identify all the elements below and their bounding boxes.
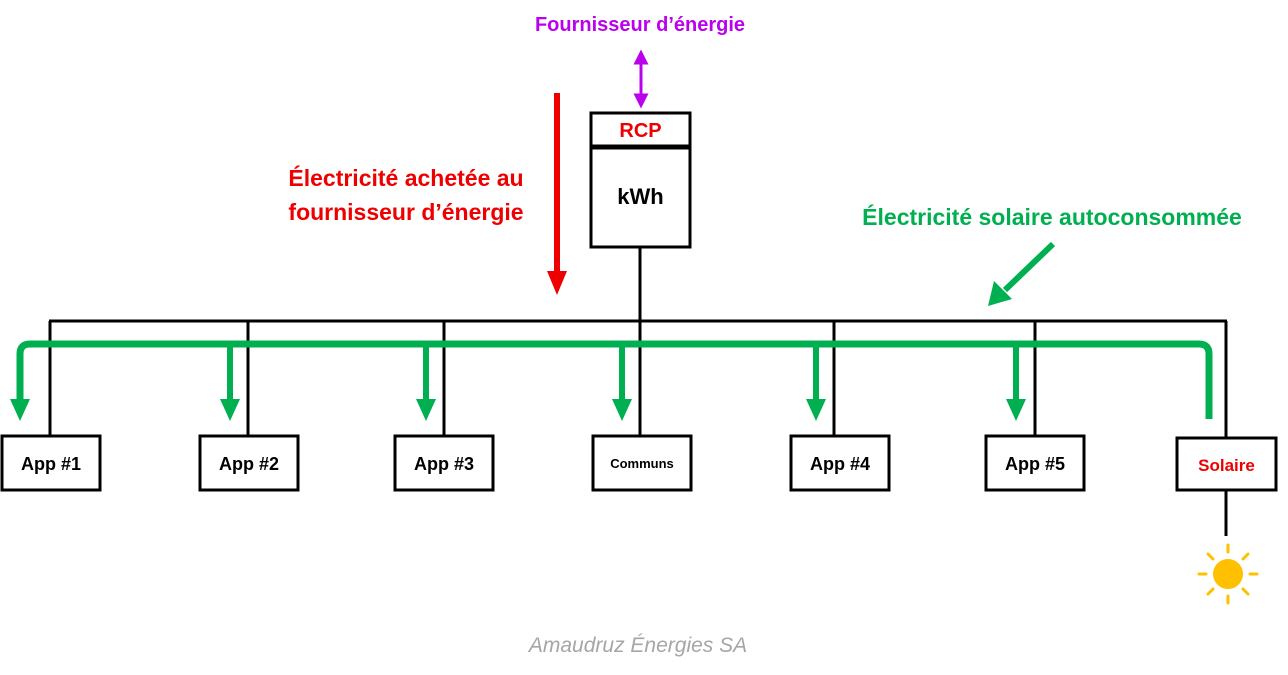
- meter-unit-label: kWh: [617, 184, 663, 209]
- unit-box-app5: [984, 434, 1086, 492]
- supplier-label: Fournisseur d’énergie: [535, 14, 745, 36]
- unit-label-app3: App #3: [414, 454, 474, 474]
- solar-consumption-arrow: [988, 241, 1056, 306]
- flow-arrow-app3: [416, 399, 436, 421]
- unit-label-communs: Communs: [610, 456, 674, 471]
- footer-credit: Amaudruz Énergies SA: [527, 634, 747, 657]
- unit-box-communs: [591, 434, 693, 492]
- meter: RCP kWh: [589, 111, 692, 249]
- solar-flow: [10, 340, 1213, 421]
- unit-label-app1: App #1: [21, 454, 81, 474]
- solar-label: Électricité solaire autoconsommée: [862, 203, 1242, 230]
- unit-label-app4: App #4: [810, 454, 870, 474]
- bought-arrow: [547, 93, 567, 295]
- unit-box-app2: [198, 434, 300, 492]
- unit-box-app4: [789, 434, 891, 492]
- unit-boxes: App #1 App #2 App #3 Communs App #4 App …: [0, 434, 1278, 492]
- unit-box-app1: [0, 434, 102, 492]
- sun-icon: [1197, 543, 1259, 605]
- unit-label-app5: App #5: [1005, 454, 1065, 474]
- meter-header-label: RCP: [619, 120, 661, 142]
- meter-box: [589, 146, 692, 249]
- flow-arrow-app5: [1006, 399, 1026, 421]
- unit-box-app3: [393, 434, 495, 492]
- bought-label-line1: Électricité achetée au: [288, 164, 523, 191]
- flow-arrow-communs: [612, 399, 632, 421]
- bought-label-line2: fournisseur d’énergie: [288, 199, 523, 225]
- unit-label-app2: App #2: [219, 454, 279, 474]
- flow-arrow-app4: [806, 399, 826, 421]
- distribution-bus: [48, 319, 1228, 438]
- unit-label-solaire: Solaire: [1198, 456, 1255, 475]
- unit-box-solaire: [1175, 436, 1278, 492]
- meter-header-box: [589, 111, 692, 148]
- flow-arrow-app2: [220, 399, 240, 421]
- flow-arrow-app1: [10, 399, 30, 421]
